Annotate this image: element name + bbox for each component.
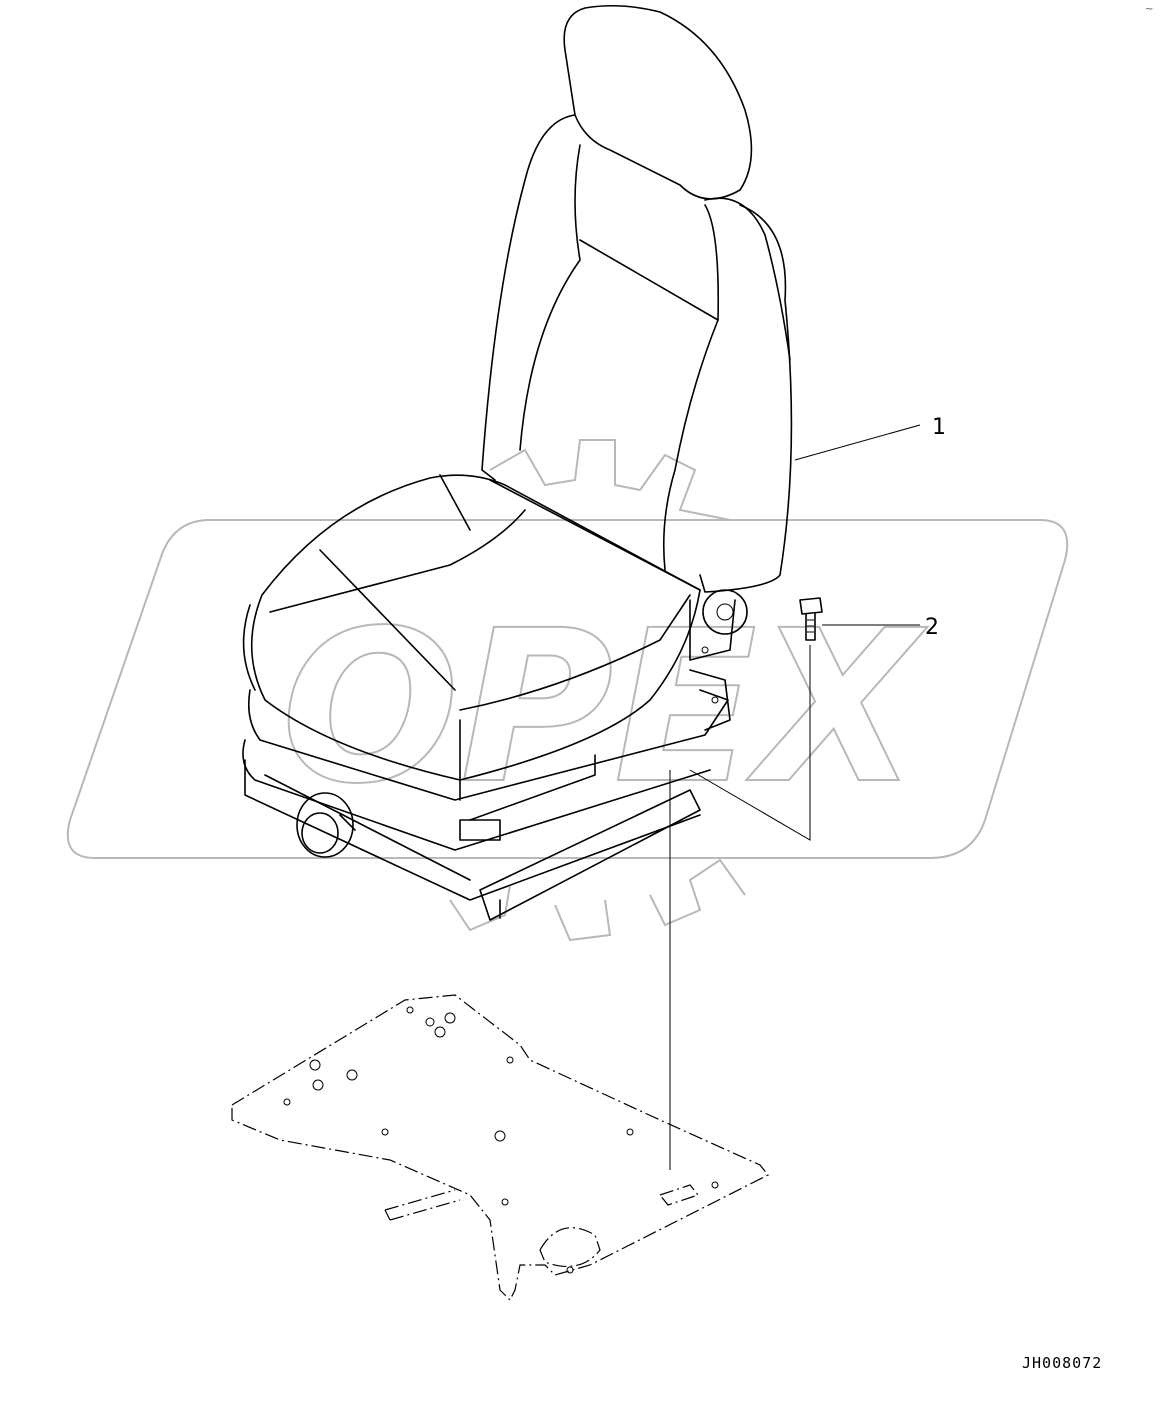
watermark-text: OPEX (281, 585, 928, 830)
seat-backrest (481, 4, 793, 593)
seat-suspension (242, 689, 729, 921)
drawing-code: JH008072 (1022, 1354, 1102, 1372)
corner-mark: ~ (1145, 4, 1153, 15)
seat-cushion (242, 474, 701, 801)
bolt (799, 597, 823, 641)
leader-lines (669, 424, 921, 1170)
plate-holes (283, 1006, 719, 1274)
recliner-mechanism (689, 589, 748, 731)
mounting-plate (231, 994, 769, 1302)
callout-2: 2 (925, 615, 939, 640)
watermark-logo: OPEX (66, 439, 1069, 942)
adjustment-knob (296, 792, 356, 858)
callout-1: 1 (932, 415, 946, 440)
